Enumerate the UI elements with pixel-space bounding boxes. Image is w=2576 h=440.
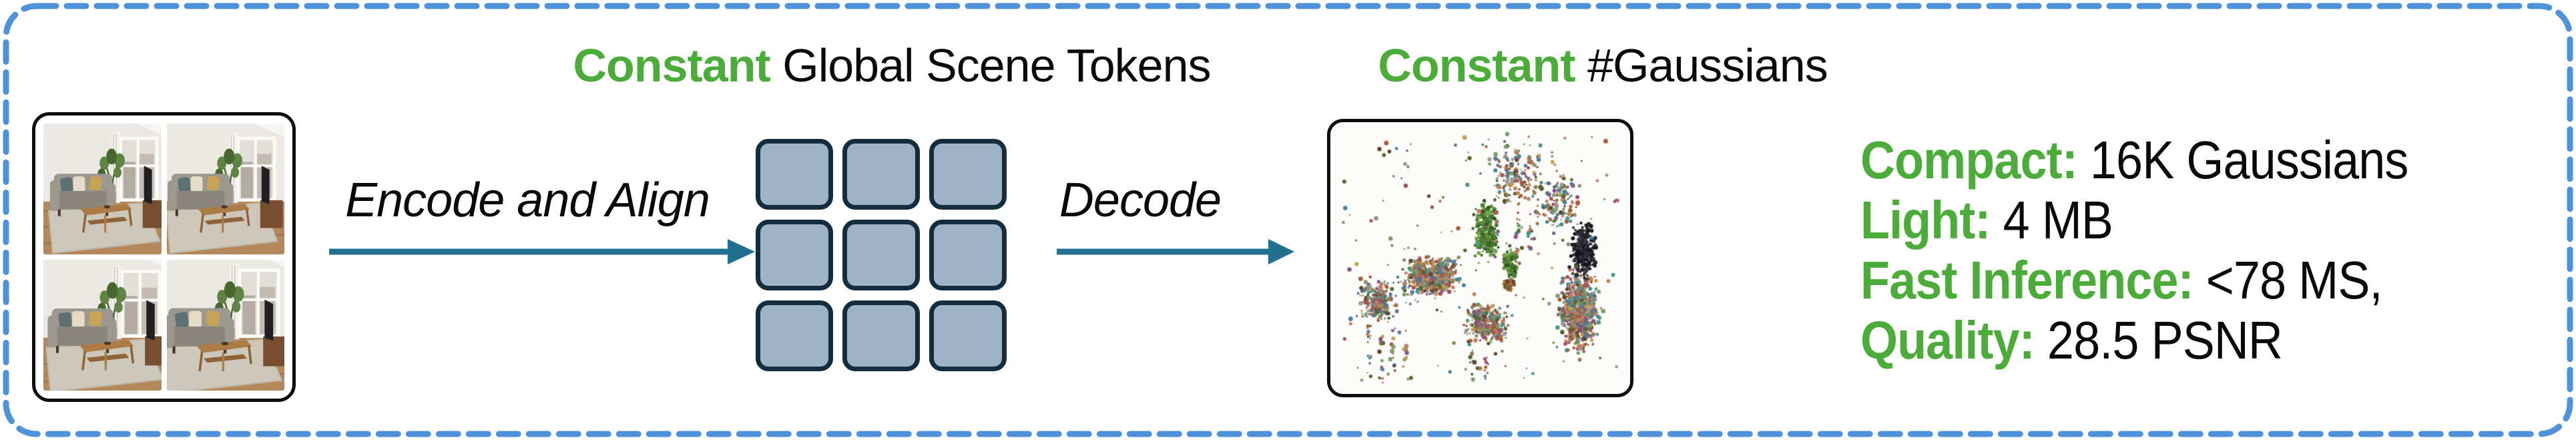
input-view-photo-2 bbox=[166, 124, 284, 254]
tokens-title-rest: Global Scene Tokens bbox=[770, 39, 1211, 91]
stat-value: 16K Gaussians bbox=[2077, 130, 2408, 190]
gaussians-title-rest: #Gaussians bbox=[1575, 39, 1828, 91]
scene-token bbox=[929, 139, 1007, 210]
stat-line-light: Light: 4 MB bbox=[1860, 190, 2408, 250]
scene-token bbox=[929, 220, 1007, 290]
input-view-photo-1 bbox=[43, 124, 162, 254]
gaussian-pointcloud-panel bbox=[1327, 119, 1633, 397]
scene-token bbox=[842, 300, 920, 371]
scene-token bbox=[756, 139, 833, 210]
stat-label: Quality: bbox=[1860, 310, 2035, 370]
encode-align-label: Encode and Align bbox=[345, 174, 710, 227]
stat-line-quality: Quality: 28.5 PSNR bbox=[1860, 310, 2408, 371]
stat-label: Light: bbox=[1860, 190, 1991, 250]
dashed-border-rect bbox=[3, 3, 2573, 437]
scene-token-grid bbox=[756, 139, 1007, 371]
stat-value: 28.5 PSNR bbox=[2034, 310, 2283, 370]
scene-token bbox=[929, 300, 1007, 371]
input-view-photo-3 bbox=[43, 260, 162, 391]
tokens-title-highlight: Constant bbox=[573, 39, 770, 91]
scene-token bbox=[756, 220, 833, 290]
gaussians-title-highlight: Constant bbox=[1378, 39, 1575, 91]
scene-token bbox=[842, 220, 920, 290]
stats-panel: Compact: 16K Gaussians Light: 4 MB Fast … bbox=[1860, 130, 2469, 371]
stat-value: 4 MB bbox=[1990, 190, 2113, 250]
input-view-photo-4 bbox=[166, 260, 284, 391]
decode-label: Decode bbox=[1059, 174, 1222, 227]
input-views-panel bbox=[32, 112, 296, 402]
stat-label: Fast Inference: bbox=[1860, 250, 2194, 310]
stat-line-compact: Compact: 16K Gaussians bbox=[1860, 130, 2408, 190]
scene-token bbox=[842, 139, 920, 210]
encode-arrow bbox=[329, 239, 755, 264]
gaussians-title: Constant #Gaussians bbox=[1302, 37, 1903, 93]
scene-token bbox=[756, 300, 833, 371]
tokens-title: Constant Global Scene Tokens bbox=[525, 37, 1259, 93]
stat-value: <78 MS, bbox=[2193, 250, 2383, 310]
stat-label: Compact: bbox=[1860, 130, 2078, 190]
decode-arrow bbox=[1057, 239, 1294, 264]
stat-line-fast-inference: Fast Inference: <78 MS, bbox=[1860, 250, 2408, 310]
gaussian-pointcloud-render bbox=[1330, 122, 1630, 394]
